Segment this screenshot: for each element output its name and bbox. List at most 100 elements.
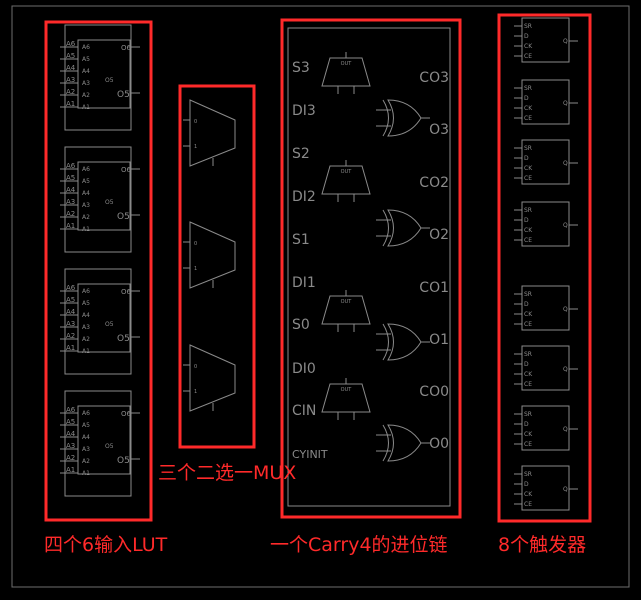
ff-highlight-box: [497, 13, 592, 523]
ff-pin-label: D: [524, 361, 529, 368]
lut-pin-label: A3: [82, 324, 90, 331]
carry-xor-1: [376, 99, 430, 137]
mux-outline: [189, 99, 236, 167]
lut-core: [77, 39, 131, 109]
slice-border: [11, 5, 630, 588]
carry-pin-cin: CIN: [292, 403, 316, 419]
ff-pin-label: CE: [524, 501, 532, 508]
carry-pin-di1: DI1: [292, 275, 316, 291]
ff-q-label: Q: [563, 160, 568, 167]
xor-back-arc: [382, 209, 389, 247]
lut-input-label: A5: [66, 418, 75, 426]
ff-outline: [521, 405, 570, 451]
lut-input-label: A5: [66, 52, 75, 60]
ff-pin-label: D: [524, 155, 529, 162]
xor-body: [387, 99, 422, 137]
carry-pin-s1: S1: [292, 232, 310, 248]
carry-mux-4: OUT: [321, 378, 371, 420]
lut-input-label: A1: [66, 466, 75, 474]
ff-pin-label: D: [524, 301, 529, 308]
carry-pin-s2: S2: [292, 146, 310, 162]
carry-pin-o0: O0: [429, 436, 449, 452]
lut-pin-label: A1: [82, 470, 90, 477]
lut-o6-label: O6: [121, 410, 132, 418]
carry-mux-outline: [321, 295, 371, 325]
xor-back-arc: [382, 99, 389, 137]
lut-pin-label: A4: [82, 190, 90, 197]
ff-pin-label: CK: [524, 105, 533, 112]
mux-input-label: 1: [194, 389, 197, 395]
ff-outline: [521, 79, 570, 125]
ff-pin-label: D: [524, 217, 529, 224]
ff-outline: [521, 465, 570, 511]
lut-input-label: A2: [66, 210, 75, 218]
ff-pin-label: D: [524, 33, 529, 40]
carry-pin-co1: CO1: [419, 280, 449, 296]
lut-pin-label: A6: [82, 410, 90, 417]
lut-pin-label: A6: [82, 44, 90, 51]
lut-pin-label: A3: [82, 446, 90, 453]
carry-mux-2: OUT: [321, 160, 371, 202]
ff-q-label: Q: [563, 100, 568, 107]
carry-pin-co0: CO0: [419, 384, 449, 400]
carry-highlight-box: [280, 18, 462, 519]
carry-mux-outline: [321, 165, 371, 195]
xor-body: [387, 209, 422, 247]
carry-mux-3: OUT: [321, 290, 371, 332]
f-mux-2: 01: [183, 221, 236, 289]
ff-pin-label: SR: [524, 471, 532, 478]
lut-core: [77, 161, 131, 231]
mux-input-label: 0: [194, 364, 197, 370]
ff-pin-label: CK: [524, 431, 533, 438]
xor-back-arc: [382, 323, 389, 361]
mux-input-label: 1: [194, 266, 197, 272]
mux-highlight-box: [178, 84, 256, 449]
carry-mux-1: OUT: [321, 52, 371, 94]
lut-pin-label: A5: [82, 422, 90, 429]
ff-pin-label: CK: [524, 311, 533, 318]
carry-pin-cyinit: CYINIT: [292, 448, 328, 461]
lut-pin-label: A2: [82, 214, 90, 221]
carry-pin-o1: O1: [429, 332, 449, 348]
carry-xor-3: [376, 323, 430, 361]
ff-outline: [521, 285, 570, 331]
lut-core: [77, 283, 131, 353]
carry-pin-di3: DI3: [292, 103, 316, 119]
carry-pin-co3: CO3: [419, 70, 449, 86]
lut-input-label: A4: [66, 430, 76, 438]
ff-pin-label: CE: [524, 53, 532, 60]
ff-q-label: Q: [563, 38, 568, 45]
carry-pin-o3: O3: [429, 122, 449, 138]
ff-pin-label: CK: [524, 491, 533, 498]
mux-input-label: 0: [194, 119, 197, 125]
lut-highlight-box: [44, 20, 153, 522]
ff-pin-label: SR: [524, 145, 532, 152]
lut-annotation: 四个6输入LUT: [44, 534, 168, 556]
lut-pin-label: A1: [82, 104, 90, 111]
ff-pin-label: SR: [524, 23, 532, 30]
lut-input-label: A4: [66, 64, 76, 72]
lut-pin-label: A2: [82, 336, 90, 343]
carry-xor-4: [376, 424, 430, 462]
lut-pin-label: A5: [82, 56, 90, 63]
lut-outline: [64, 268, 132, 375]
mux-annotation: 三个二选一MUX: [158, 462, 297, 484]
ff-outline: [521, 201, 570, 247]
lut-pin-label: A6: [82, 166, 90, 173]
lut-outline: [64, 24, 132, 131]
lut-outline: [64, 390, 132, 497]
ff-pin-label: CE: [524, 321, 532, 328]
carry-pin-o2: O2: [429, 227, 449, 243]
ff-q-label: Q: [563, 486, 568, 493]
ff-pin-label: CK: [524, 165, 533, 172]
ff-q-label: Q: [563, 426, 568, 433]
lut-pin-label: A6: [82, 288, 90, 295]
lut-input-label: A6: [66, 406, 76, 414]
